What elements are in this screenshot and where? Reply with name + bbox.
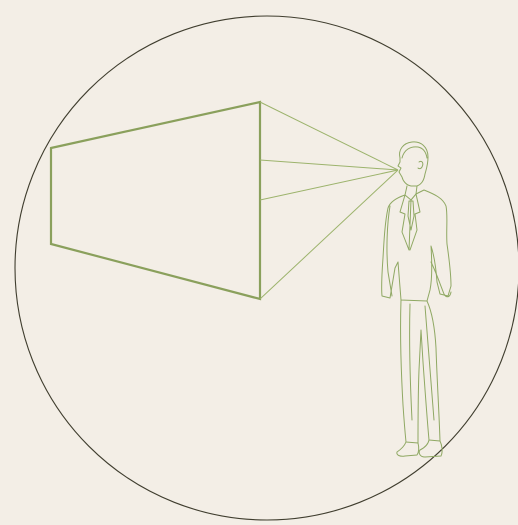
viewer-leg-crease	[410, 304, 434, 420]
viewer-collar	[405, 186, 417, 200]
screen-outline	[51, 102, 260, 299]
viewer-legs	[401, 300, 440, 443]
viewer-shoe-right	[419, 440, 442, 457]
viewer-shoe-left	[397, 442, 419, 456]
viewer-head	[398, 142, 428, 186]
viewer-hair	[402, 147, 427, 158]
sight-line-bottom	[260, 170, 398, 299]
viewer-arm-left	[387, 206, 392, 296]
viewer-hand-right	[431, 262, 451, 297]
viewer-lapel-right	[410, 194, 420, 250]
sight-line-upper	[260, 160, 398, 170]
sight-line-top	[260, 102, 398, 170]
sight-line-lower	[260, 170, 398, 200]
viewer-figure	[382, 142, 451, 457]
viewer-ear	[418, 161, 423, 168]
boundary-circle	[15, 16, 518, 520]
sight-lines	[260, 102, 398, 299]
